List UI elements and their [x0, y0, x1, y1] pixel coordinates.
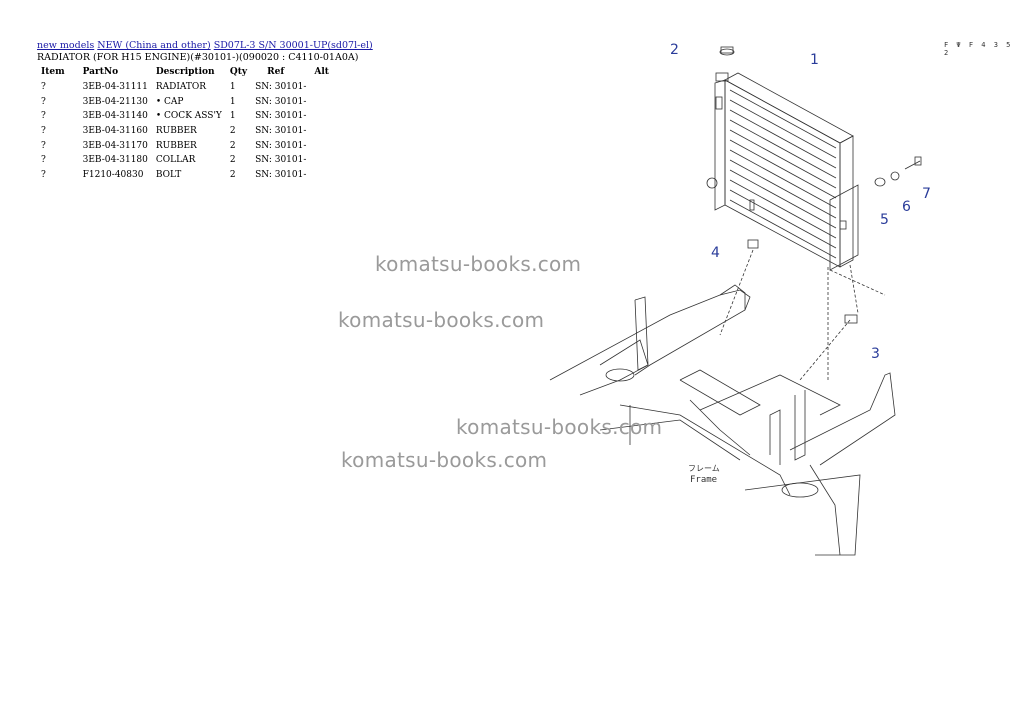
cell-partno: 3EB-04-31160: [82, 126, 148, 137]
watermark: komatsu-books.com: [341, 448, 548, 472]
table-row: ? 3EB-04-31180 COLLAR 2 SN: 30101-: [37, 153, 333, 168]
table-row: ? 3EB-04-21130 • CAP 1 SN: 30101-: [37, 95, 333, 110]
frame-label: Frame: [690, 475, 718, 485]
cell-alt: [310, 168, 333, 183]
cell-item: ?: [41, 126, 46, 137]
cell-item: ?: [41, 111, 46, 122]
breadcrumb: new models NEW (China and other) SD07L-3…: [37, 40, 373, 51]
cell-ref: SN: 30101-: [255, 111, 307, 122]
callout-2: 2: [670, 42, 679, 58]
column-header-alt: Alt: [314, 67, 329, 77]
cell-qty: 2: [229, 155, 236, 166]
cell-qty: 2: [229, 169, 236, 180]
callout-5: 5: [880, 212, 889, 228]
cell-ref: SN: 30101-: [255, 96, 307, 107]
cell-qty: 2: [229, 140, 236, 151]
callout-6: 6: [902, 199, 911, 215]
cell-description: COLLAR: [155, 155, 196, 166]
cell-description: RUBBER: [155, 140, 197, 151]
table-row: ? 3EB-04-31170 RUBBER 2 SN: 30101-: [37, 138, 333, 153]
cell-ref: SN: 30101-: [255, 140, 307, 151]
table-header-row: Item PartNo Description Qty Ref Alt: [37, 66, 333, 80]
frame-drawing: [549, 284, 896, 556]
table-row: ? F1210-40830 BOLT 2 SN: 30101-: [37, 168, 333, 183]
watermark: komatsu-books.com: [375, 252, 582, 276]
cell-ref: SN: 30101-: [255, 126, 307, 137]
radiator-drawing: [706, 72, 859, 271]
cell-partno: F1210-40830: [82, 169, 144, 180]
cell-partno: 3EB-04-31170: [82, 140, 148, 151]
cell-description: • CAP: [155, 96, 184, 107]
cell-alt: [310, 109, 333, 124]
cell-item: ?: [41, 96, 46, 107]
callout-3: 3: [871, 346, 880, 362]
cell-partno: 3EB-04-21130: [82, 96, 148, 107]
table-row: ? 3EB-04-31160 RUBBER 2 SN: 30101-: [37, 124, 333, 139]
cell-description: BOLT: [155, 169, 182, 180]
figure-code: F Ψ F 4 3 5 2: [944, 41, 1013, 57]
page-title: RADIATOR (FOR H15 ENGINE)(#30101-)(09002…: [37, 52, 359, 63]
cell-partno: 3EB-04-31140: [82, 111, 148, 122]
cell-alt: [310, 95, 333, 110]
cell-item: ?: [41, 82, 46, 93]
column-header-qty: Qty: [229, 67, 248, 77]
callout-7: 7: [922, 186, 931, 202]
cell-alt: [310, 80, 333, 95]
column-header-description: Description: [155, 67, 215, 77]
cell-alt: [310, 153, 333, 168]
table-row: ? 3EB-04-31111 RADIATOR 1 SN: 30101-: [37, 80, 333, 95]
cap-drawing: [719, 46, 735, 56]
watermark: komatsu-books.com: [338, 308, 545, 332]
mount-parts-drawing: [747, 156, 922, 324]
cell-partno: 3EB-04-31111: [82, 82, 148, 93]
table-row: ? 3EB-04-31140 • COCK ASS'Y 1 SN: 30101-: [37, 109, 333, 124]
cell-description: RUBBER: [155, 126, 197, 137]
column-header-ref: Ref: [267, 67, 285, 77]
cell-description: RADIATOR: [155, 82, 207, 93]
cell-alt: [310, 124, 333, 139]
cell-partno: 3EB-04-31180: [82, 155, 148, 166]
callout-1: 1: [810, 52, 819, 68]
breadcrumb-link-model[interactable]: SD07L-3 S/N 30001-UP(sd07l-el): [213, 40, 373, 51]
cell-qty: 1: [229, 82, 236, 93]
cell-ref: SN: 30101-: [255, 82, 307, 93]
watermark: komatsu-books.com: [456, 415, 663, 439]
column-header-item: Item: [41, 67, 65, 77]
cell-qty: 2: [229, 126, 236, 137]
parts-table: Item PartNo Description Qty Ref Alt ? 3E…: [37, 66, 333, 182]
column-header-partno: PartNo: [82, 67, 119, 77]
breadcrumb-link-new-models[interactable]: new models: [37, 40, 95, 51]
cell-ref: SN: 30101-: [255, 169, 307, 180]
cell-item: ?: [41, 155, 46, 166]
cell-ref: SN: 30101-: [255, 155, 307, 166]
breadcrumb-link-region[interactable]: NEW (China and other): [97, 40, 211, 51]
frame-label-jp: フレーム: [688, 464, 720, 473]
cell-alt: [310, 138, 333, 153]
cell-item: ?: [41, 169, 46, 180]
radiator-exploded-diagram: [549, 46, 922, 556]
cell-description: • COCK ASS'Y: [155, 111, 222, 122]
cell-qty: 1: [229, 111, 236, 122]
cell-qty: 1: [229, 96, 236, 107]
callout-4: 4: [711, 245, 720, 261]
cell-item: ?: [41, 140, 46, 151]
leader-lines: [719, 249, 886, 381]
